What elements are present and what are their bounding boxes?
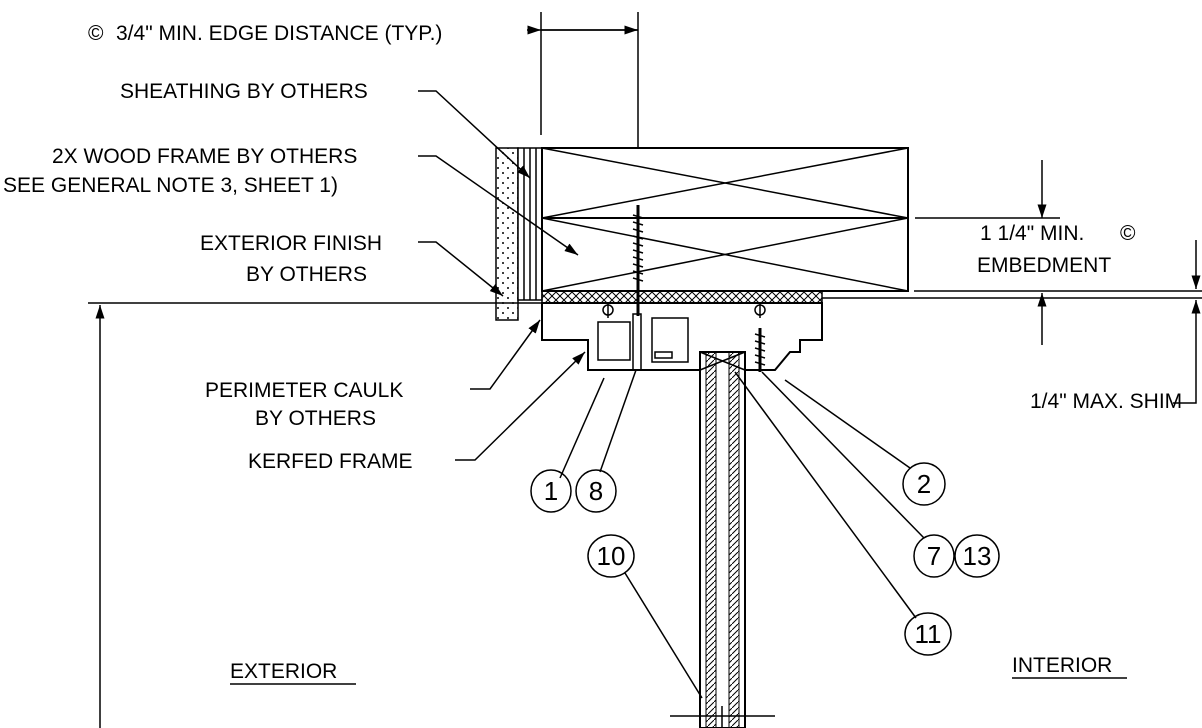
callout-13-text: 13 <box>963 541 992 571</box>
callout-8: 8 <box>575 369 637 513</box>
callout-11: 11 <box>734 371 952 656</box>
callout-13: 13 <box>954 534 1000 578</box>
callout-7-text: 7 <box>927 541 941 571</box>
sheathing-note: SHEATHING BY OTHERS <box>120 80 368 103</box>
wood-frame <box>541 147 909 292</box>
callout-2: 2 <box>784 379 946 506</box>
callout-1-text: 1 <box>544 476 558 506</box>
caulk-note-2: BY OTHERS <box>255 407 376 430</box>
shim-dimension: 1/4" MAX. SHIM <box>1030 240 1201 413</box>
anchor-screw <box>632 205 644 316</box>
wood-frame-note-1: 2X WOOD FRAME BY OTHERS <box>52 145 357 168</box>
callout-1: 1 <box>530 377 605 513</box>
kerfed-frame-note: KERFED FRAME <box>248 450 413 473</box>
shim-note: 1/4" MAX. SHIM <box>1030 390 1182 413</box>
edge-distance-note: 3/4" MIN. EDGE DISTANCE (TYP.) <box>116 22 442 45</box>
kerfed-frame <box>541 302 823 371</box>
exterior-label: EXTERIOR <box>230 660 337 683</box>
callout-10-text: 10 <box>597 541 626 571</box>
callout-2-text: 2 <box>917 469 931 499</box>
interior-label: INTERIOR <box>1012 654 1112 677</box>
glazing-unit <box>670 351 775 728</box>
callout-10: 10 <box>587 534 703 699</box>
wall-assembly <box>495 147 543 321</box>
embedment-dimension: 1 1/4" MIN. © EMBEDMENT <box>915 160 1136 345</box>
shim-layer <box>541 290 823 304</box>
wood-frame-note-2: SEE GENERAL NOTE 3, SHEET 1) <box>3 174 338 197</box>
edge-distance-symbol: © <box>88 22 104 45</box>
callout-7: 7 <box>761 371 955 578</box>
exterior-finish-note-1: EXTERIOR FINISH <box>200 232 382 255</box>
exterior-finish <box>495 147 519 321</box>
caulk-note-1: PERIMETER CAULK <box>205 379 403 402</box>
embedment-note-2: EMBEDMENT <box>977 254 1111 277</box>
exterior-finish-note-2: BY OTHERS <box>246 263 367 286</box>
embedment-symbol: © <box>1120 222 1136 245</box>
callout-8-text: 8 <box>589 476 603 506</box>
embedment-note-1: 1 1/4" MIN. <box>980 222 1084 245</box>
glazing-screw <box>754 328 766 372</box>
callout-11-text: 11 <box>915 619 942 649</box>
